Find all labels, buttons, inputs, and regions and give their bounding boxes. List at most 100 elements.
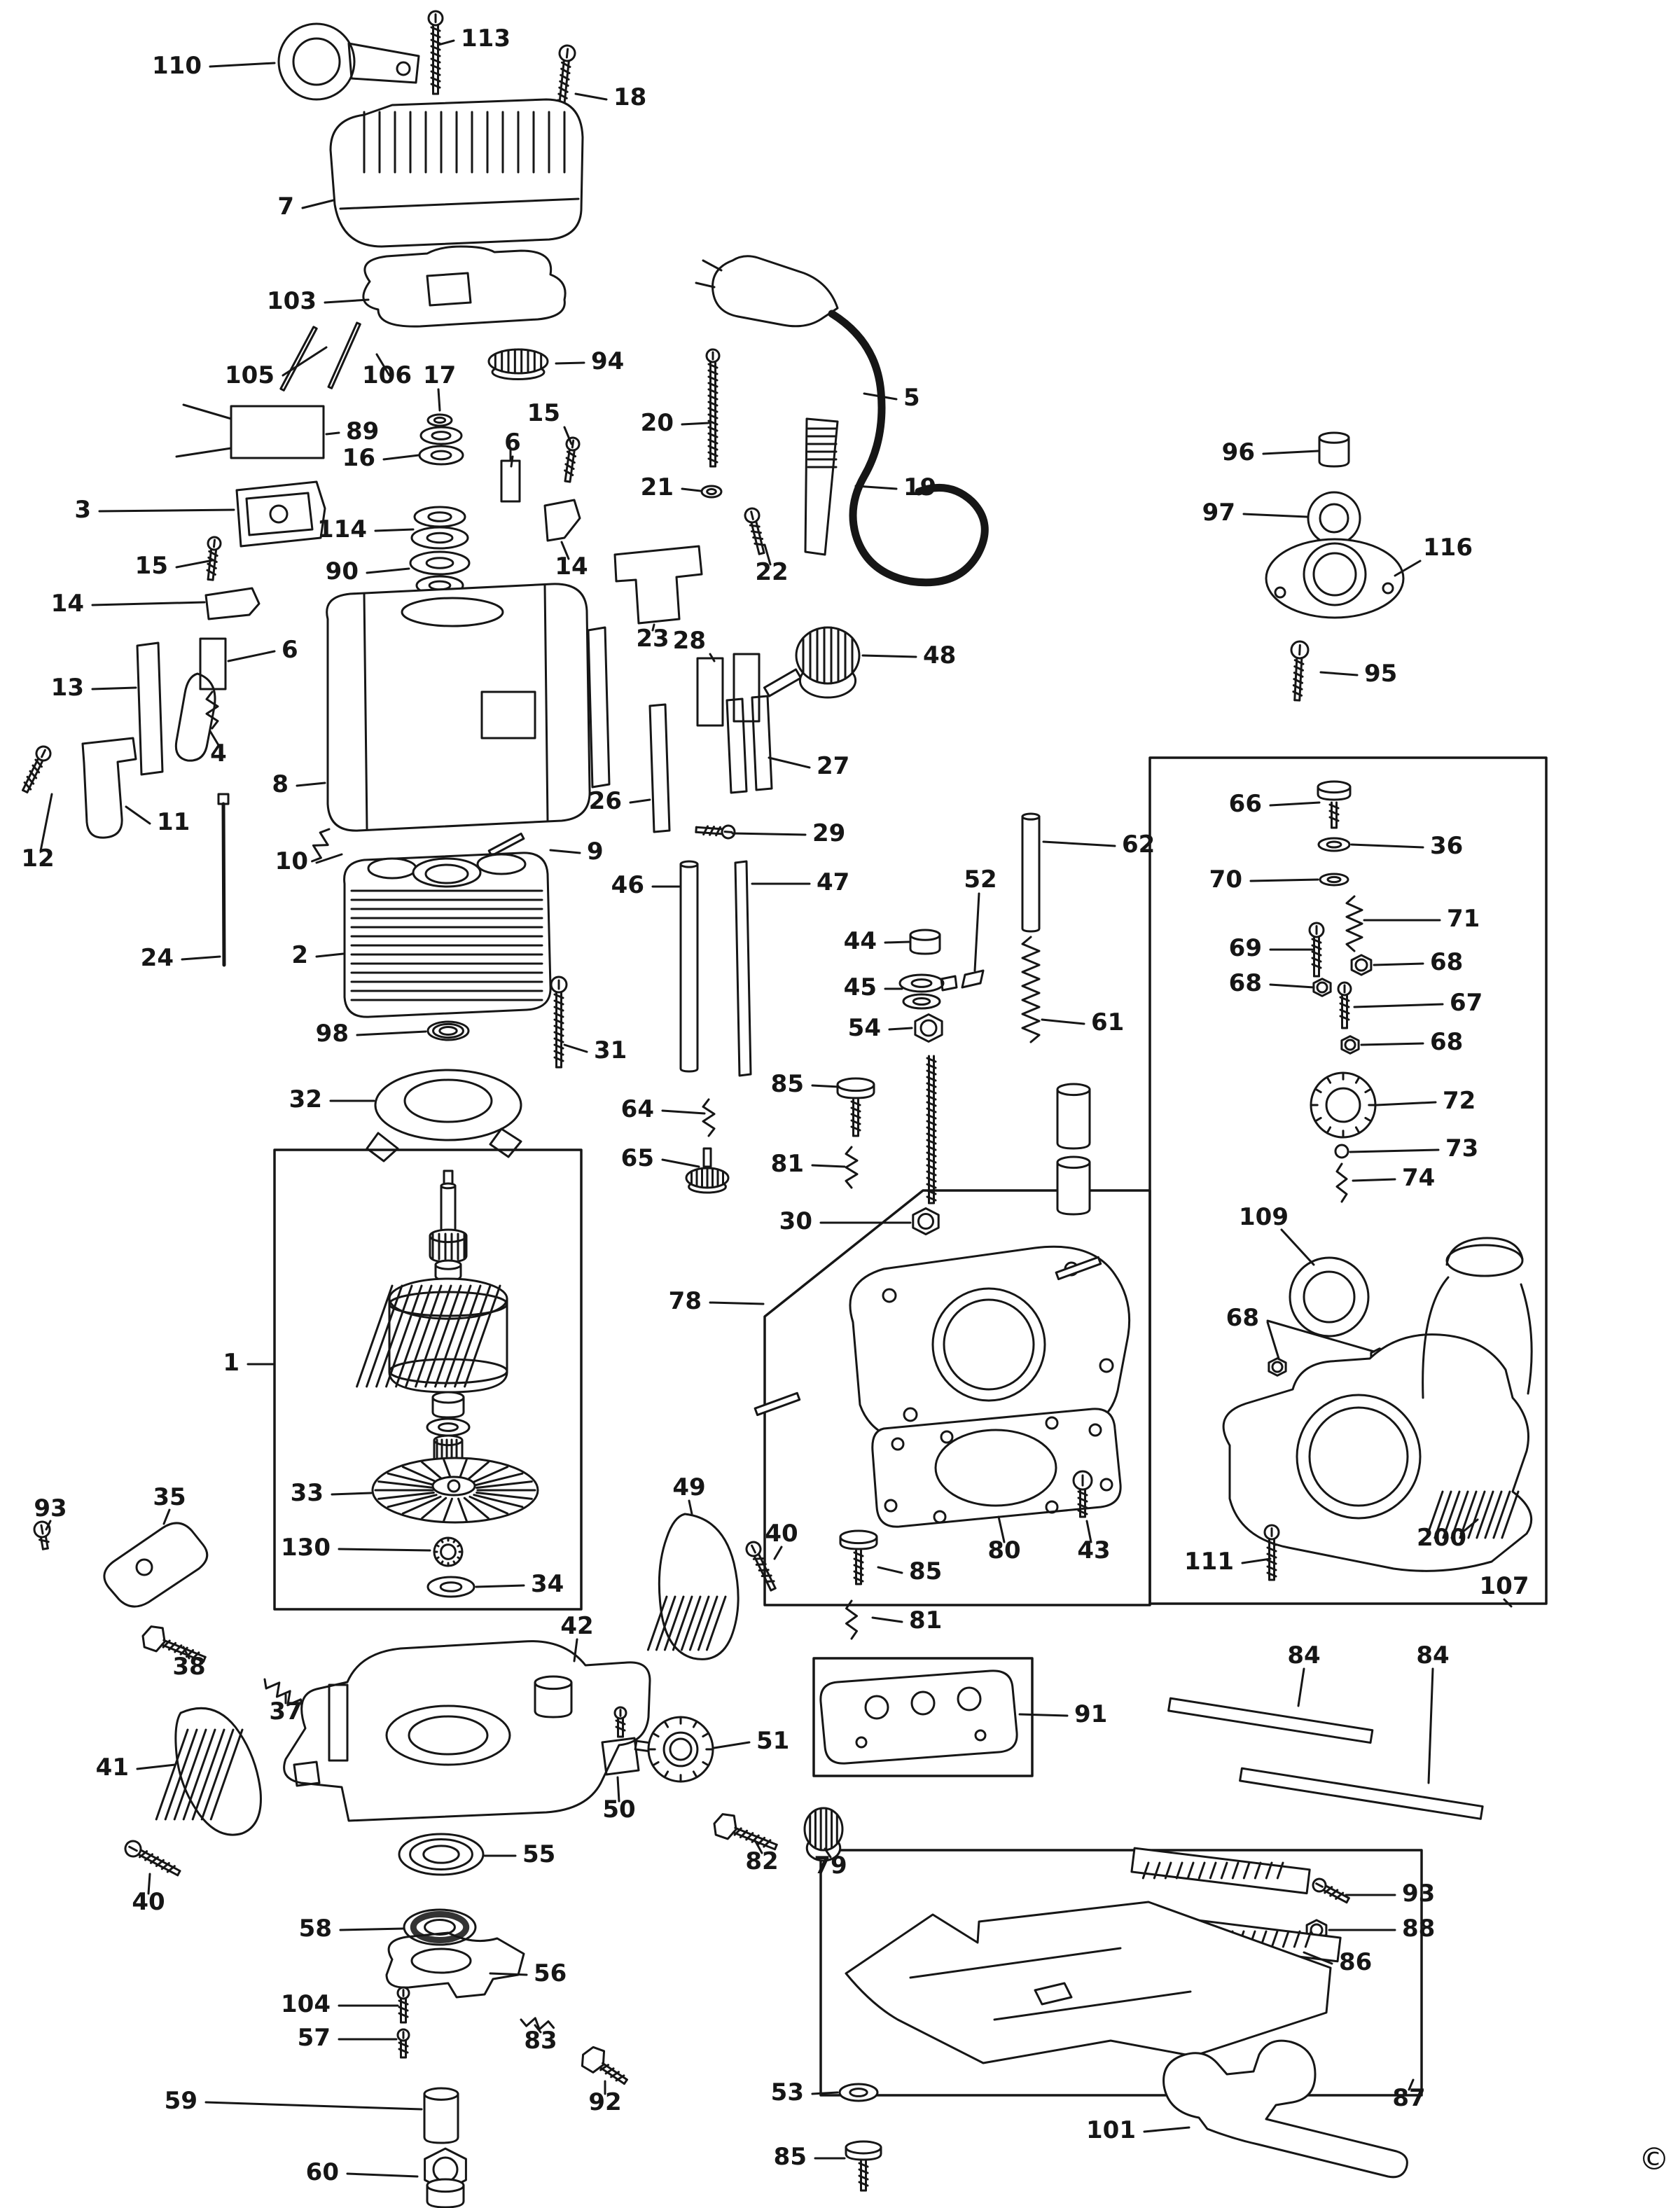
part-label-15: 15 bbox=[527, 399, 573, 445]
part-label-88: 88 bbox=[1328, 1915, 1435, 1943]
part-72-adjuster bbox=[1310, 1071, 1377, 1139]
part-label-27: 27 bbox=[768, 752, 849, 780]
svg-text:52: 52 bbox=[964, 866, 997, 894]
part-37-spring bbox=[263, 1678, 304, 1710]
svg-text:89: 89 bbox=[346, 417, 379, 445]
svg-text:42: 42 bbox=[560, 1612, 593, 1640]
part-81-spring-a bbox=[845, 1146, 859, 1189]
frame-clamp-91 bbox=[812, 1657, 1034, 1777]
svg-text:6: 6 bbox=[504, 429, 521, 457]
frame-fine-adjust-107 bbox=[1148, 756, 1548, 1605]
part-36-washer bbox=[1317, 837, 1351, 852]
part-43-screw bbox=[1072, 1470, 1093, 1518]
part-label-111: 111 bbox=[1184, 1548, 1272, 1576]
part-label-18: 18 bbox=[574, 83, 646, 111]
part-label-81: 81 bbox=[871, 1606, 942, 1634]
part-label-95: 95 bbox=[1319, 660, 1397, 688]
part-label-74: 74 bbox=[1352, 1164, 1435, 1192]
part-label-68: 68 bbox=[1373, 948, 1463, 976]
svg-text:14: 14 bbox=[555, 553, 588, 581]
part-62-rod bbox=[1021, 812, 1041, 933]
part-label-7: 7 bbox=[277, 193, 335, 221]
part-label-71: 71 bbox=[1363, 905, 1480, 933]
part-91-clamp-block bbox=[819, 1669, 1018, 1765]
part-13-strip bbox=[136, 641, 164, 776]
svg-text:53: 53 bbox=[771, 2078, 804, 2106]
frame-armature-1 bbox=[273, 1148, 583, 1611]
part-label-49: 49 bbox=[672, 1473, 706, 1515]
svg-text:24: 24 bbox=[141, 944, 174, 972]
part-45-collar bbox=[898, 973, 958, 1010]
svg-text:34: 34 bbox=[531, 1570, 564, 1598]
part-98-washer bbox=[426, 1020, 470, 1041]
part-73-ball bbox=[1334, 1144, 1349, 1159]
part-label-90: 90 bbox=[326, 557, 410, 585]
svg-text:62: 62 bbox=[1122, 831, 1155, 859]
part-74-spring bbox=[1335, 1162, 1348, 1203]
part-label-84: 84 bbox=[1416, 1641, 1450, 1784]
part-20-screw bbox=[705, 348, 721, 468]
part-label-114: 114 bbox=[317, 515, 415, 543]
part-label-32: 32 bbox=[289, 1085, 375, 1113]
part-101-wrench bbox=[1162, 2039, 1408, 2179]
part-label-86: 86 bbox=[1303, 1948, 1372, 1976]
svg-text:30: 30 bbox=[779, 1207, 812, 1235]
part-66-bolt bbox=[1317, 780, 1352, 829]
part-label-13: 13 bbox=[51, 674, 137, 702]
svg-text:68: 68 bbox=[1229, 969, 1262, 997]
svg-text:46: 46 bbox=[611, 871, 644, 899]
part-64-spring bbox=[702, 1098, 716, 1137]
part-65-thumbscrew bbox=[685, 1147, 730, 1194]
part-label-55: 55 bbox=[483, 1840, 555, 1868]
part-label-46: 46 bbox=[611, 871, 681, 899]
part-53-washer bbox=[838, 2083, 879, 2102]
part-label-4: 4 bbox=[209, 730, 227, 768]
svg-text:67: 67 bbox=[1450, 989, 1483, 1017]
part-68-nut-c bbox=[1340, 1035, 1360, 1055]
svg-text:111: 111 bbox=[1184, 1548, 1234, 1576]
svg-text:66: 66 bbox=[1229, 790, 1262, 818]
svg-text:41: 41 bbox=[96, 1754, 129, 1782]
part-label-101: 101 bbox=[1086, 2116, 1190, 2144]
part-93-cap-a bbox=[33, 1520, 51, 1550]
part-label-6: 6 bbox=[504, 429, 521, 468]
part-78-pins bbox=[754, 1256, 1102, 1417]
part-50-slider bbox=[601, 1706, 640, 1776]
part-label-110: 110 bbox=[152, 52, 276, 80]
svg-text:15: 15 bbox=[135, 552, 168, 580]
part-110-clamp bbox=[277, 22, 420, 101]
part-6-brush-a bbox=[500, 447, 521, 503]
svg-text:90: 90 bbox=[326, 557, 359, 585]
part-83-spring bbox=[520, 2017, 555, 2031]
svg-text:1: 1 bbox=[223, 1349, 239, 1377]
svg-text:12: 12 bbox=[21, 845, 54, 873]
part-label-85: 85 bbox=[771, 1070, 840, 1098]
part-label-30: 30 bbox=[779, 1207, 912, 1235]
part-46-bar bbox=[679, 860, 699, 1073]
svg-text:84: 84 bbox=[1416, 1641, 1449, 1669]
svg-text:71: 71 bbox=[1447, 905, 1480, 933]
svg-text:54: 54 bbox=[848, 1014, 881, 1042]
svg-text:78: 78 bbox=[669, 1287, 702, 1315]
part-85-bolt-b bbox=[839, 1529, 878, 1585]
part-label-37: 37 bbox=[269, 1693, 303, 1726]
part-label-109: 109 bbox=[1239, 1203, 1315, 1266]
part-2-field bbox=[343, 852, 552, 1018]
part-label-67: 67 bbox=[1353, 989, 1483, 1017]
part-label-78: 78 bbox=[669, 1287, 765, 1315]
part-label-33: 33 bbox=[291, 1479, 373, 1507]
part-label-107: 107 bbox=[1480, 1572, 1529, 1608]
part-68-nut-a bbox=[1350, 954, 1373, 976]
svg-text:106: 106 bbox=[362, 361, 412, 389]
part-label-22: 22 bbox=[755, 543, 789, 586]
part-14-clip-b bbox=[204, 587, 261, 620]
svg-text:73: 73 bbox=[1445, 1134, 1478, 1162]
part-label-34: 34 bbox=[475, 1570, 564, 1598]
part-92-bolt bbox=[581, 2046, 628, 2085]
svg-text:97: 97 bbox=[1202, 499, 1235, 527]
part-label-81: 81 bbox=[771, 1150, 846, 1178]
svg-text:93: 93 bbox=[1402, 1880, 1435, 1908]
part-label-68: 68 bbox=[1229, 969, 1315, 997]
part-80-gasket bbox=[871, 1408, 1122, 1528]
svg-text:57: 57 bbox=[298, 2024, 331, 2052]
